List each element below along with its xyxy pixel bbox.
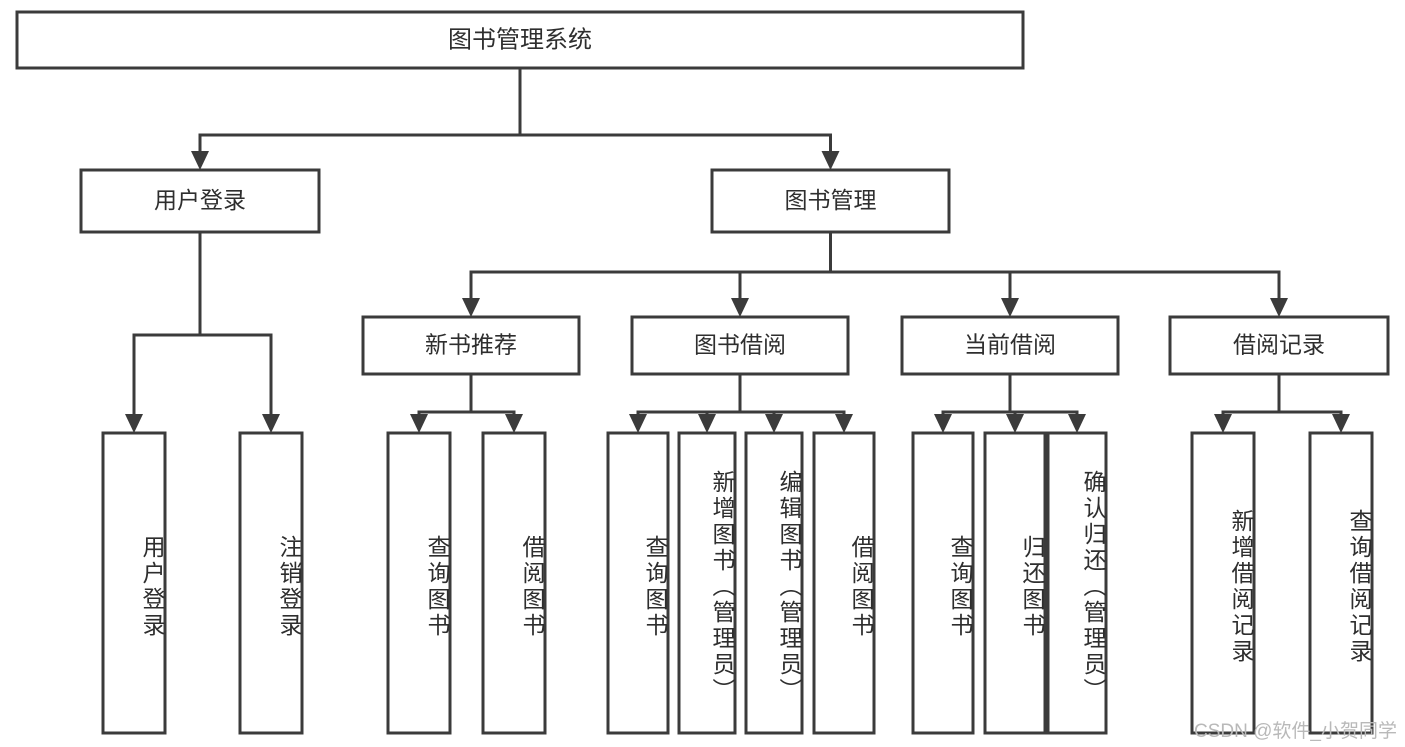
node-label-level2-1: 图书管理 — [785, 187, 877, 213]
arrow-head-icon — [125, 414, 143, 433]
node-box-level3-3[interactable] — [1168, 315, 1390, 376]
arrow-head-icon — [1332, 414, 1350, 433]
node-box-level2-0[interactable] — [79, 168, 321, 234]
arrow-head-icon — [765, 414, 783, 433]
node-box-leaf-7[interactable] — [812, 431, 876, 735]
arrow-head-icon — [1006, 414, 1024, 433]
node-box-leaf-11[interactable] — [1190, 431, 1256, 735]
arrow-head-icon — [934, 414, 952, 433]
arrow-head-icon — [731, 298, 749, 317]
node-boxes — [15, 10, 1390, 735]
arrow-head-icon — [191, 151, 209, 170]
node-box-leaf-8[interactable] — [911, 431, 975, 735]
node-box-leaf-1[interactable] — [238, 431, 304, 735]
node-label-level3-1: 图书借阅 — [694, 332, 786, 358]
arrow-head-icon — [1068, 414, 1086, 433]
arrow-head-icon — [505, 414, 523, 433]
node-label-level3-2: 当前借阅 — [964, 332, 1056, 358]
arrow-head-icon — [629, 414, 647, 433]
watermark-text: CSDN @软件_小贺同学 — [1194, 721, 1397, 742]
node-box-leaf-3[interactable] — [481, 431, 547, 735]
node-box-level3-0[interactable] — [361, 315, 581, 376]
arrow-head-icon — [462, 298, 480, 317]
node-box-level3-1[interactable] — [630, 315, 850, 376]
arrow-head-icon — [821, 151, 840, 170]
arrow-head-icon — [262, 414, 280, 433]
node-box-leaf-9[interactable] — [983, 431, 1047, 735]
arrow-head-icon — [1214, 414, 1232, 433]
arrow-head-icon — [835, 414, 853, 433]
node-box-leaf-6[interactable] — [744, 431, 804, 735]
node-label-root: 图书管理系统 — [448, 26, 592, 53]
node-box-leaf-5[interactable] — [677, 431, 737, 735]
node-box-root[interactable] — [15, 10, 1025, 70]
arrow-head-icon — [1270, 298, 1288, 317]
node-box-leaf-4[interactable] — [606, 431, 670, 735]
node-box-leaf-0[interactable] — [101, 431, 167, 735]
node-box-level2-1[interactable] — [710, 168, 951, 234]
node-box-leaf-12[interactable] — [1308, 431, 1374, 735]
connector-lines — [125, 66, 1350, 433]
node-box-leaf-2[interactable] — [386, 431, 452, 735]
node-label-level2-0: 用户登录 — [154, 187, 246, 213]
node-label-level3-3: 借阅记录 — [1233, 332, 1325, 358]
node-label-level3-0: 新书推荐 — [425, 332, 517, 358]
arrow-head-icon — [410, 414, 428, 433]
node-box-level3-2[interactable] — [900, 315, 1120, 376]
arrow-head-icon — [698, 414, 716, 433]
arrow-head-icon — [1001, 298, 1019, 317]
node-box-leaf-10[interactable] — [1046, 431, 1108, 735]
